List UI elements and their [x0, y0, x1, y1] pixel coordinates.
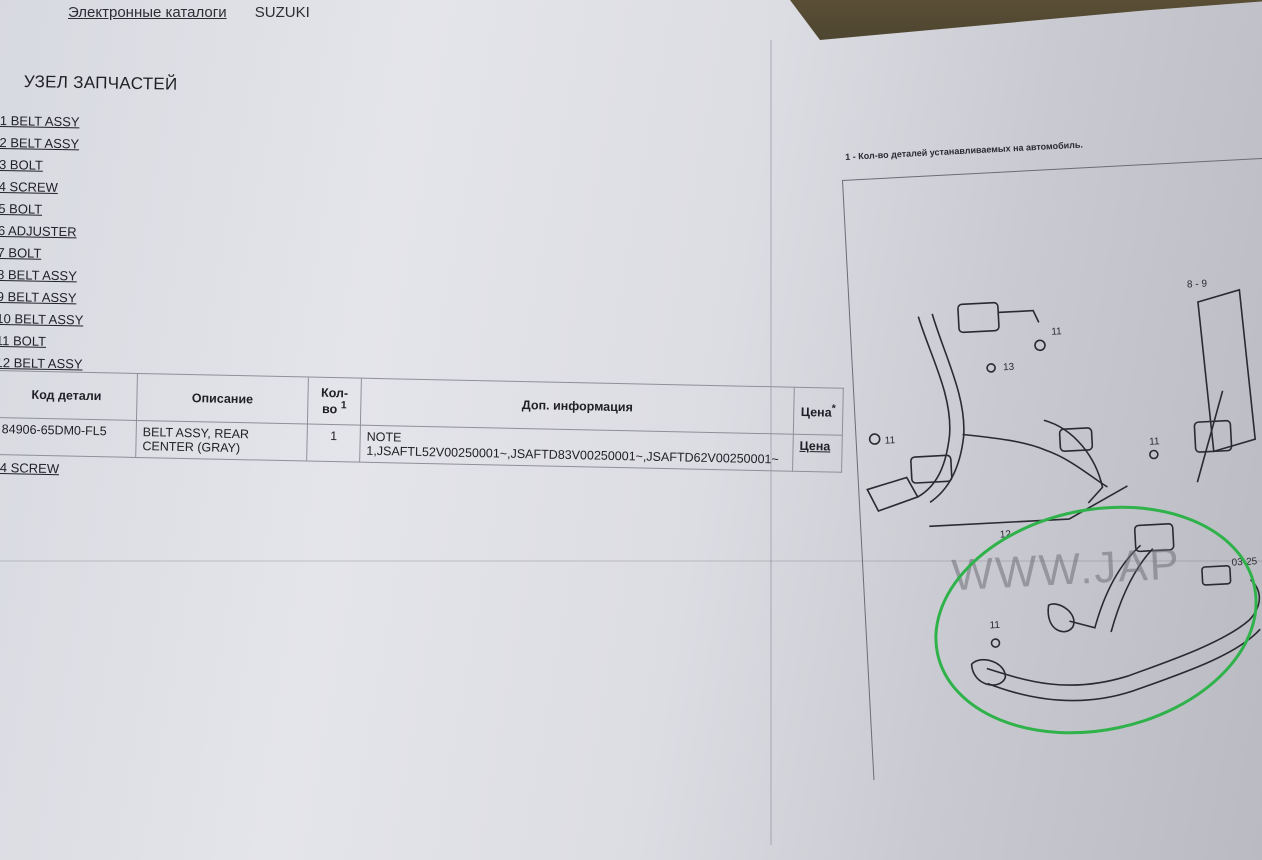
center-belt-upper — [1069, 544, 1142, 629]
frame-line — [929, 485, 1128, 528]
buckle-right — [1058, 427, 1094, 452]
seatbelt-diagram: 11 13 11 12 11 11 8 - 9 03-25 WWW.JAP — [866, 278, 1261, 735]
callout-label: 11 — [884, 435, 895, 447]
center-belt-lower-edge — [987, 628, 1261, 702]
callout-label: 12 — [1000, 529, 1012, 541]
part-link-3[interactable]: 3 BOLT — [0, 156, 44, 173]
part-link-1[interactable]: 1 BELT ASSY — [0, 112, 80, 130]
paper-fold-horizontal — [0, 560, 1262, 562]
buckle-left — [910, 454, 953, 484]
callout-label: 8 - 9 — [1187, 278, 1208, 290]
anchor-left — [866, 476, 919, 512]
callout-label: 13 — [1003, 362, 1015, 374]
center-belt-upper-edge — [1110, 548, 1154, 633]
top-navigation: Электронные каталоги SUZUKI — [68, 4, 310, 21]
header-price-label: Цена — [800, 404, 832, 420]
retractor-right — [1193, 419, 1233, 453]
cell-price: Цена — [792, 434, 843, 473]
center-buckle — [1201, 565, 1232, 586]
header-qty: Кол-во 1 — [307, 377, 362, 426]
part-link-7[interactable]: 7 BOLT — [0, 244, 42, 261]
watermark: WWW.JAP — [951, 539, 1182, 600]
part-link-6[interactable]: 6 ADJUSTER — [0, 222, 77, 240]
page-title: УЗЕЛ ЗАПЧАСТЕЙ — [23, 72, 178, 94]
brand-label: SUZUKI — [254, 4, 310, 21]
part-link-10[interactable]: 10 BELT ASSY — [0, 310, 84, 328]
center-belt-lower — [986, 579, 1261, 686]
callout-label: 11 — [1149, 436, 1160, 448]
right-panel — [1197, 288, 1257, 453]
header-description: Описание — [136, 373, 309, 425]
belt-strap-right — [1196, 390, 1224, 483]
part-link-9[interactable]: 9 BELT ASSY — [0, 288, 77, 306]
buckle-right-strap — [1043, 419, 1104, 504]
lower-anchor — [970, 659, 1007, 686]
cell-code: 84906-65DM0-FL5 — [0, 417, 137, 458]
callout-label: 11 — [1051, 326, 1062, 338]
bolt-icon — [1034, 339, 1046, 352]
catalogs-link[interactable]: Электронные каталоги — [68, 4, 227, 21]
bolt-icon — [986, 363, 996, 373]
header-code: Код детали — [0, 370, 138, 421]
callout-label: 11 — [989, 620, 1000, 632]
part-link-8[interactable]: 8 BELT ASSY — [0, 266, 77, 284]
retractor-box — [957, 301, 1000, 334]
parts-table: Код детали Описание Кол-во 1 Доп. информ… — [0, 370, 844, 473]
belt-to-buckle — [962, 433, 1108, 488]
bolt-icon — [990, 638, 1001, 648]
paper-fold-vertical — [770, 40, 772, 845]
part-link-4[interactable]: 4 SCREW — [0, 178, 59, 196]
parts-list: 1 BELT ASSY 2 BELT ASSY 3 BOLT 4 SCREW 5… — [0, 110, 87, 375]
bolt-icon — [868, 433, 881, 445]
cell-qty: 1 — [306, 424, 361, 463]
bolt-icon — [1149, 449, 1159, 460]
cell-description: BELT ASSY, REAR CENTER (GRAY) — [135, 420, 308, 462]
header-qty-footnote: 1 — [340, 400, 347, 412]
retractor-bracket — [998, 309, 1040, 323]
part-link-2[interactable]: 2 BELT ASSY — [0, 134, 80, 152]
price-link[interactable]: Цена — [799, 438, 831, 454]
center-anchor — [1047, 603, 1075, 633]
belt-strap-left-edge — [929, 313, 965, 503]
next-part-link[interactable]: 4 SCREW — [0, 460, 60, 477]
highlight-ellipse — [934, 505, 1258, 735]
center-retractor — [1133, 523, 1175, 553]
part-link-11[interactable]: 11 BOLT — [0, 332, 47, 349]
belt-strap-left — [917, 316, 951, 498]
part-link-5[interactable]: 5 BOLT — [0, 200, 43, 217]
